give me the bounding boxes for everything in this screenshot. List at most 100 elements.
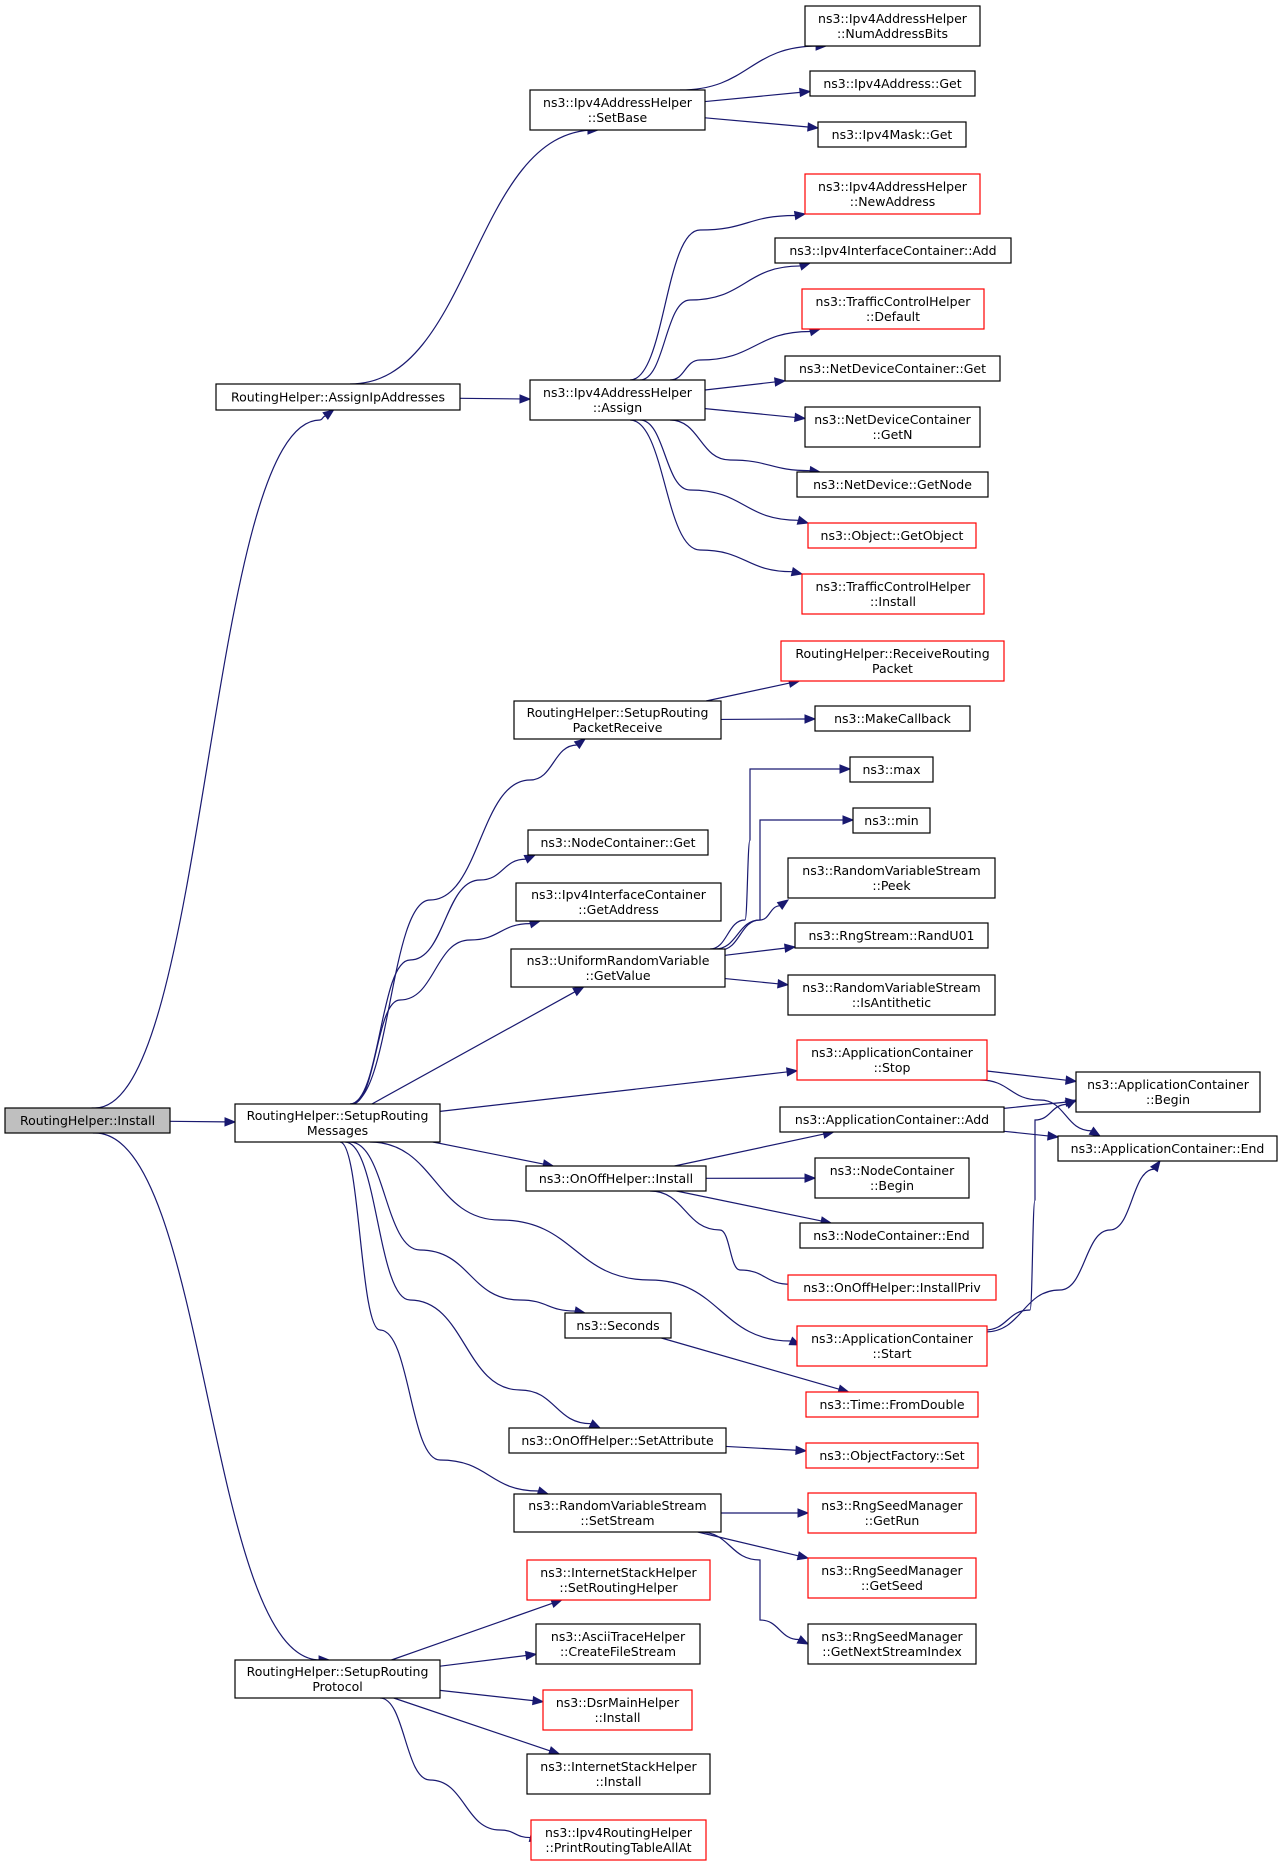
node-setBase[interactable]: ns3::Ipv4AddressHelper::SetBase (529, 89, 706, 131)
node-setAttr[interactable]: ns3::OnOffHelper::SetAttribute (508, 1427, 727, 1454)
node-objGetObject[interactable]: ns3::Object::GetObject (807, 522, 977, 549)
arrowhead (807, 122, 820, 132)
arrowhead (550, 1599, 564, 1608)
arrowhead (804, 1173, 817, 1183)
arrowhead (796, 1635, 810, 1645)
call-edge-assign-to-newAddress (629, 214, 796, 381)
node-getNextStream[interactable]: ns3::RngSeedManager::GetNextStreamIndex (807, 1623, 977, 1665)
node-ndGetNode[interactable]: ns3::NetDevice::GetNode (796, 471, 989, 498)
node-nodeCGet[interactable]: ns3::NodeContainer::Get (527, 829, 709, 856)
node-label: ns3::RngSeedManager (821, 1498, 963, 1513)
node-label: ns3::NetDeviceContainer (814, 412, 971, 427)
node-label: ::GetAddress (578, 902, 658, 917)
node-ishSetRouting[interactable]: ns3::InternetStackHelper::SetRoutingHelp… (526, 1559, 711, 1601)
arrowhead (796, 1551, 810, 1561)
arrowhead (1150, 1159, 1161, 1173)
call-edge-setupMsgs-to-rvsSetStream (339, 1141, 539, 1492)
node-ipv4AddrGet[interactable]: ns3::Ipv4Address::Get (809, 70, 976, 97)
node-ndcGet[interactable]: ns3::NetDeviceContainer::Get (784, 355, 1001, 382)
node-onoffInstall[interactable]: ns3::OnOffHelper::Install (525, 1165, 707, 1192)
call-edge-setupMsgs-to-setupRecv (349, 744, 578, 1105)
node-label: ::Install (870, 594, 916, 609)
node-label: ::Default (866, 309, 920, 324)
node-appStop[interactable]: ns3::ApplicationContainer::Stop (796, 1039, 988, 1081)
call-edge-root-to-setupMsgs (169, 1120, 226, 1123)
node-label: ::SetStream (580, 1513, 654, 1528)
node-box (513, 1493, 722, 1533)
node-seconds[interactable]: ns3::Seconds (564, 1312, 672, 1339)
node-urvGetValue[interactable]: ns3::UniformRandomVariable::GetValue (510, 948, 726, 988)
node-rvsPeek[interactable]: ns3::RandomVariableStream::Peek (787, 857, 996, 899)
node-installPriv[interactable]: ns3::OnOffHelper::InstallPriv (787, 1274, 997, 1301)
node-tcInstall[interactable]: ns3::TrafficControlHelper::Install (801, 573, 985, 615)
call-edge-appStart-to-appBegin (984, 1103, 1068, 1331)
node-isAnti[interactable]: ns3::RandomVariableStream::IsAntithetic (787, 974, 996, 1016)
call-edge-assignIp-to-assign (459, 397, 521, 400)
node-randU01[interactable]: ns3::RngStream::RandU01 (794, 922, 989, 949)
call-edge-onoffInstall-to-ncEnd (676, 1190, 822, 1222)
node-assign[interactable]: ns3::Ipv4AddressHelper::Assign (529, 379, 706, 421)
node-box (801, 288, 985, 330)
arrowhead (790, 566, 804, 577)
node-makeCallback[interactable]: ns3::MakeCallback (814, 705, 971, 732)
node-label: ::Begin (870, 1178, 914, 1193)
node-label: ns3::Ipv4AddressHelper (543, 385, 693, 400)
call-edge-onoffInstall-to-appAdd (674, 1133, 824, 1167)
node-tcDefault[interactable]: ns3::TrafficControlHelper::Default (801, 288, 985, 330)
node-numAddrBits[interactable]: ns3::Ipv4AddressHelper::NumAddressBits (804, 5, 981, 47)
node-ishInstall[interactable]: ns3::InternetStackHelper::Install (526, 1753, 711, 1795)
call-edge-urvGetValue-to-min (714, 819, 843, 950)
node-ifcGetAddr[interactable]: ns3::Ipv4InterfaceContainer::GetAddress (515, 882, 722, 922)
node-newAddress[interactable]: ns3::Ipv4AddressHelper::NewAddress (804, 173, 981, 215)
node-box (1057, 1135, 1278, 1162)
node-root[interactable]: RoutingHelper::Install (4, 1107, 171, 1134)
node-label: ::GetSeed (861, 1578, 923, 1593)
node-label: ns3::ApplicationContainer::End (1071, 1141, 1265, 1156)
node-ncBegin[interactable]: ns3::NodeContainer::Begin (814, 1157, 970, 1199)
node-ndcGetN[interactable]: ns3::NetDeviceContainer::GetN (804, 406, 981, 448)
node-label: ::NewAddress (850, 194, 935, 209)
node-label: ns3::min (864, 813, 918, 828)
node-label: ::PrintRoutingTableAllAt (545, 1840, 691, 1855)
node-label: ns3::NodeContainer::End (813, 1228, 969, 1243)
arrowhead (839, 764, 852, 774)
node-getRun[interactable]: ns3::RngSeedManager::GetRun (807, 1492, 977, 1534)
node-box (814, 1157, 970, 1199)
node-label: ::GetRun (865, 1513, 920, 1528)
node-max[interactable]: ns3::max (849, 756, 934, 783)
node-label: ns3::Ipv4AddressHelper (818, 179, 968, 194)
node-rvsSetStream[interactable]: ns3::RandomVariableStream::SetStream (513, 1493, 722, 1533)
node-box (525, 1165, 707, 1192)
node-assignIp[interactable]: RoutingHelper::AssignIpAddresses (215, 383, 461, 411)
node-getSeed[interactable]: ns3::RngSeedManager::GetSeed (807, 1557, 977, 1599)
node-dsrInstall[interactable]: ns3::DsrMainHelper::Install (542, 1689, 693, 1731)
node-appStart[interactable]: ns3::ApplicationContainer::Start (796, 1325, 988, 1367)
call-edge-assign-to-ndGetNode (669, 419, 811, 472)
node-label: ::GetValue (585, 968, 650, 983)
node-label: ns3::AsciiTraceHelper (551, 1629, 686, 1644)
node-printRouting[interactable]: ns3::Ipv4RoutingHelper::PrintRoutingTabl… (530, 1819, 707, 1861)
node-objFactSet[interactable]: ns3::ObjectFactory::Set (805, 1442, 979, 1469)
node-asciiCreate[interactable]: ns3::AsciiTraceHelper::CreateFileStream (535, 1623, 701, 1665)
node-appEnd[interactable]: ns3::ApplicationContainer::End (1057, 1135, 1278, 1162)
node-ipv4MaskGet[interactable]: ns3::Ipv4Mask::Get (817, 121, 967, 148)
node-box (779, 1106, 1005, 1133)
call-edge-setupMsgs-to-appStart (369, 1141, 791, 1342)
node-fromDouble[interactable]: ns3::Time::FromDouble (805, 1391, 979, 1418)
call-edge-setBase-to-ipv4MaskGet (704, 117, 809, 128)
node-appAdd[interactable]: ns3::ApplicationContainer::Add (779, 1106, 1005, 1133)
arrowhead (774, 377, 787, 387)
node-min[interactable]: ns3::min (852, 807, 931, 834)
node-ncEnd[interactable]: ns3::NodeContainer::End (799, 1222, 984, 1249)
node-label: ns3::ApplicationContainer::Add (795, 1112, 989, 1127)
node-box (234, 1103, 441, 1143)
arrowhead (786, 1067, 799, 1077)
call-edge-appAdd-to-appEnd (1003, 1130, 1049, 1137)
node-ifcAdd[interactable]: ns3::Ipv4InterfaceContainer::Add (774, 237, 1012, 264)
node-appBegin[interactable]: ns3::ApplicationContainer::Begin (1075, 1071, 1261, 1113)
node-box (529, 89, 706, 131)
